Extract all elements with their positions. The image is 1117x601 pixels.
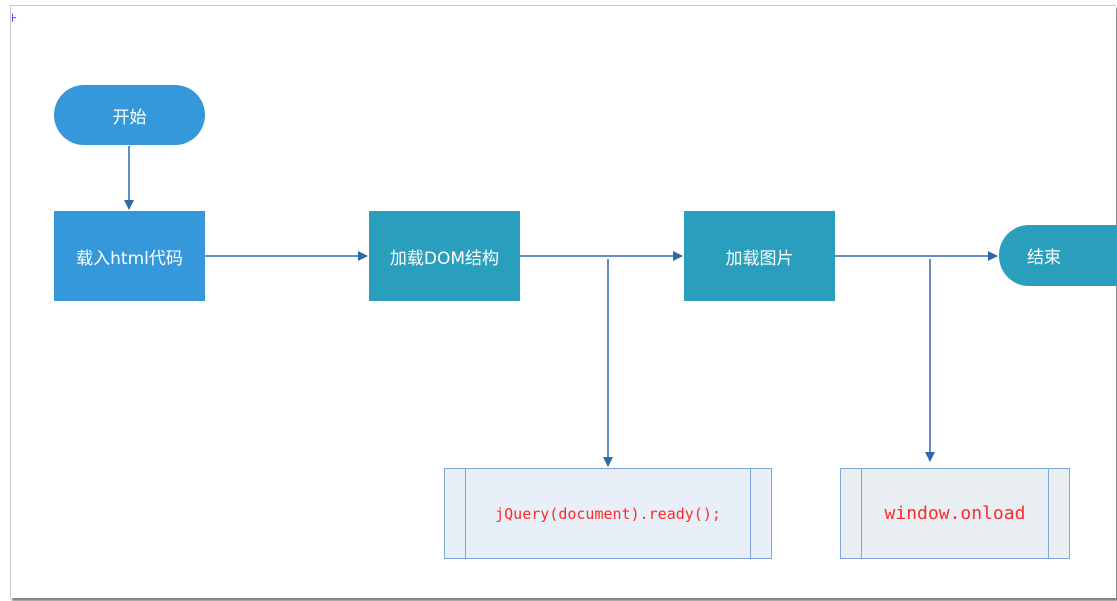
subprocess-left-bar [861, 469, 862, 558]
subprocess-right-bar [750, 469, 751, 558]
corner-marker: ⊦ [11, 11, 18, 25]
dom-ready-label: jQuery(document).ready(); [495, 504, 721, 523]
window-onload-label: window.onload [884, 503, 1026, 524]
end-node: 结束 [999, 225, 1117, 286]
load-dom-node: 加载DOM结构 [369, 211, 520, 301]
load-html-node: 载入html代码 [54, 211, 205, 301]
dom-ready-subprocess: jQuery(document).ready(); [444, 468, 772, 559]
end-node-label: 结束 [1027, 248, 1061, 268]
window-onload-subprocess: window.onload [840, 468, 1070, 559]
load-images-node: 加载图片 [684, 211, 835, 301]
subprocess-left-bar [465, 469, 466, 558]
start-node: 开始 [54, 85, 205, 145]
subprocess-right-bar [1048, 469, 1049, 558]
